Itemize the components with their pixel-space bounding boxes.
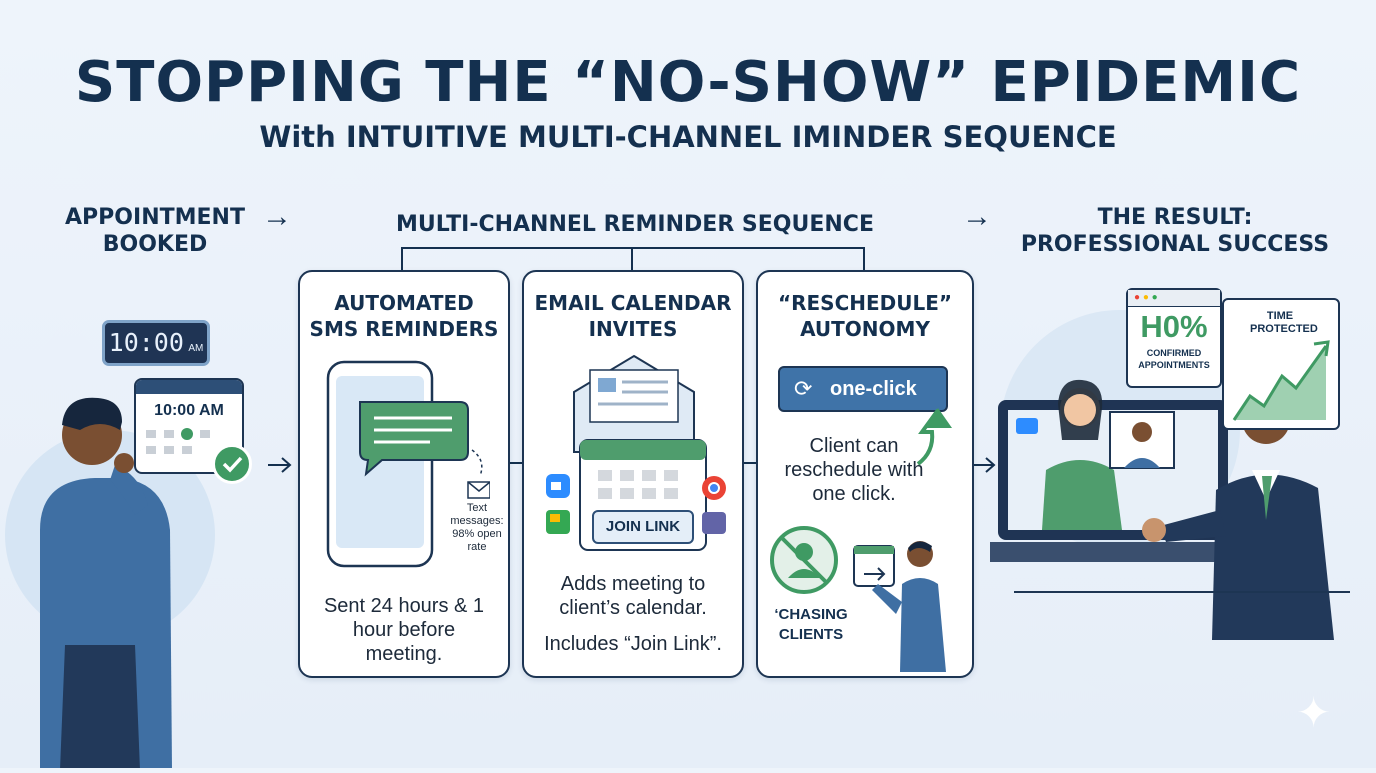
one-click-button[interactable]: ⟳ one-click	[778, 366, 948, 412]
page-subtitle: With INTUITIVE MULTI-CHANNEL IMINDER SEQ…	[259, 120, 1117, 154]
email-description-2: Includes “Join Link”.	[544, 633, 722, 655]
refresh-icon: ⟳	[794, 376, 813, 401]
no-chasing-icon	[770, 526, 946, 672]
sms-reminders-card: AUTOMATED SMS REMINDERS Text messages: 9…	[298, 270, 510, 678]
sms-open-rate-note: Text messages: 98% open rate	[450, 502, 504, 553]
sms-title-line1: AUTOMATED	[334, 291, 474, 315]
appointment-booked-label: APPOINTMENT BOOKED	[65, 205, 245, 257]
digital-clock: 10:00 AM	[102, 320, 210, 366]
stat-label: CONFIRMED APPOINTMENTS	[1138, 348, 1210, 370]
reschedule-title-line2: AUTONOMY	[800, 317, 930, 341]
growth-chart-icon	[1232, 340, 1330, 421]
sms-description: Sent 24 hours & 1 hour before meeting.	[323, 595, 485, 665]
clock-ampm: AM	[188, 343, 204, 354]
result-label-line2: PROFESSIONAL SUCCESS	[1020, 232, 1330, 257]
sparkle-icon: ✦	[1296, 689, 1332, 736]
email-card-title: EMAIL CALENDAR INVITES	[524, 290, 742, 342]
booked-scene	[5, 397, 215, 770]
cursor-arrow-icon	[916, 408, 952, 466]
email-invites-card: EMAIL CALENDAR INVITES JOIN LINK Adds me…	[522, 270, 744, 678]
window-dot-red-icon: ●	[1134, 292, 1141, 303]
person-thinking-icon	[40, 397, 172, 770]
reschedule-card-title: “RESCHEDULE” AUTONOMY	[758, 290, 972, 342]
stat-value: H0%	[1140, 309, 1208, 344]
email-title-line1: EMAIL CALENDAR	[534, 291, 732, 315]
chrome-app-icon	[702, 476, 726, 500]
flow-arrow-1: →	[262, 200, 292, 233]
calendar-time: 10:00 AM	[154, 402, 224, 419]
flow-arrow-2: →	[962, 200, 992, 233]
booked-illustration	[0, 300, 280, 770]
window-dot-green-icon: ●	[1151, 292, 1158, 303]
reschedule-description: Client can reschedule with one click.	[784, 435, 924, 505]
zoom-app-icon	[546, 474, 570, 498]
result-label-line1: THE RESULT:	[1097, 205, 1253, 230]
envelope-icon	[467, 481, 490, 499]
reschedule-title-line1: “RESCHEDULE”	[777, 291, 953, 315]
window-dot-yellow-icon: ●	[1142, 292, 1149, 303]
confirmed-stat-card: ● ● ● H0% CONFIRMED APPOINTMENTS	[1126, 288, 1222, 388]
clock-time: 10:00	[108, 328, 184, 357]
time-protected-card: TIME PROTECTED	[1222, 298, 1340, 430]
sms-card-title: AUTOMATED SMS REMINDERS	[300, 290, 508, 342]
check-badge-icon	[212, 444, 252, 484]
email-calendar-icon	[546, 354, 726, 551]
sms-title-line2: SMS REMINDERS	[309, 317, 499, 341]
email-description-1: Adds meeting to client’s calendar.	[559, 573, 707, 619]
calendar-grid	[146, 428, 210, 454]
result-label: THE RESULT: PROFESSIONAL SUCCESS	[1010, 204, 1340, 258]
page-title: STOPPING THE “NO-SHOW” EPIDEMIC	[74, 50, 1302, 115]
one-click-label: one-click	[830, 378, 917, 400]
no-chasing-label: ‘CHASING CLIENTS	[774, 606, 848, 643]
calendar-widget: 10:00 AM	[134, 378, 244, 474]
video-call-person-icon	[1042, 379, 1175, 530]
reminder-sequence-label: MULTI-CHANNEL REMINDER SEQUENCE	[396, 212, 874, 237]
teams-app-icon	[702, 512, 726, 534]
email-title-line2: INVITES	[588, 317, 678, 341]
time-protected-label: TIME PROTECTED	[1250, 310, 1318, 335]
meet-app-icon	[546, 510, 570, 534]
sms-bubble-icon	[359, 401, 469, 477]
smartphone-icon	[326, 360, 490, 568]
reschedule-card: “RESCHEDULE” AUTONOMY ⟳ one-click Client…	[756, 270, 974, 678]
join-link-button[interactable]: JOIN LINK	[592, 510, 694, 544]
